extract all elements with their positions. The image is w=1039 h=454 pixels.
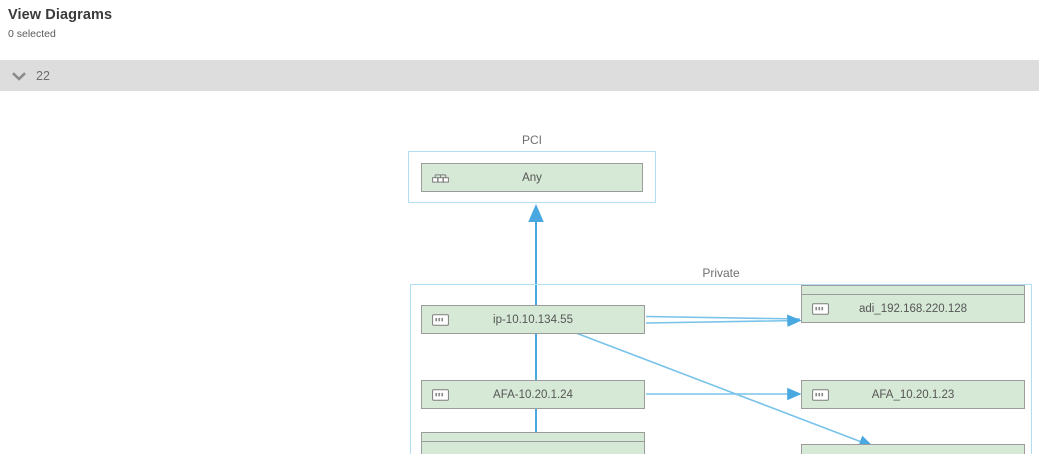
- network-group-icon: [432, 171, 449, 184]
- selection-count-label: 0 selected: [8, 28, 56, 40]
- chevron-down-icon[interactable]: [10, 67, 28, 85]
- diagram-toolbar[interactable]: 22: [0, 60, 1039, 91]
- node-adi-strip: [801, 285, 1025, 294]
- node-ip-10-10-134-55-label: ip-10.10.134.55: [493, 313, 573, 326]
- node-adi-192-168-220-128-label: adi_192.168.220.128: [858, 302, 968, 315]
- host-icon: [432, 388, 449, 401]
- group-private[interactable]: [410, 284, 1032, 454]
- diagram-canvas[interactable]: PCI Any Private: [0, 91, 1039, 454]
- node-bottom-left-strip: [421, 432, 645, 441]
- node-bottom-right[interactable]: [801, 444, 1025, 454]
- node-afa-10-20-1-24[interactable]: AFA-10.20.1.24: [421, 380, 645, 409]
- diagram-count-label: 22: [36, 68, 50, 83]
- host-icon: [812, 388, 829, 401]
- node-ip-10-10-134-55[interactable]: ip-10.10.134.55: [421, 305, 645, 334]
- edge-ip-to-adi-b: [645, 314, 802, 327]
- page-header: View Diagrams 0 selected: [8, 6, 112, 41]
- node-adi-192-168-220-128[interactable]: adi_192.168.220.128: [801, 294, 1025, 323]
- edge-ip-to-adi-a: [645, 315, 801, 320]
- group-private-label: Private: [702, 266, 740, 280]
- node-any-label: Any: [522, 171, 542, 184]
- group-pci[interactable]: [408, 151, 656, 203]
- node-afa-10-20-1-23[interactable]: AFA_10.20.1.23: [801, 380, 1025, 409]
- group-pci-label: PCI: [521, 133, 542, 147]
- host-icon: [812, 302, 829, 315]
- node-bottom-left[interactable]: [421, 441, 645, 454]
- node-any[interactable]: Any: [421, 163, 643, 192]
- host-icon: [432, 313, 449, 326]
- node-afa-10-20-1-23-label: AFA_10.20.1.23: [871, 388, 955, 401]
- node-afa-10-20-1-24-label: AFA-10.20.1.24: [493, 388, 573, 401]
- page-title: View Diagrams: [8, 7, 113, 23]
- edge-ip-to-bottom-right: [575, 332, 874, 448]
